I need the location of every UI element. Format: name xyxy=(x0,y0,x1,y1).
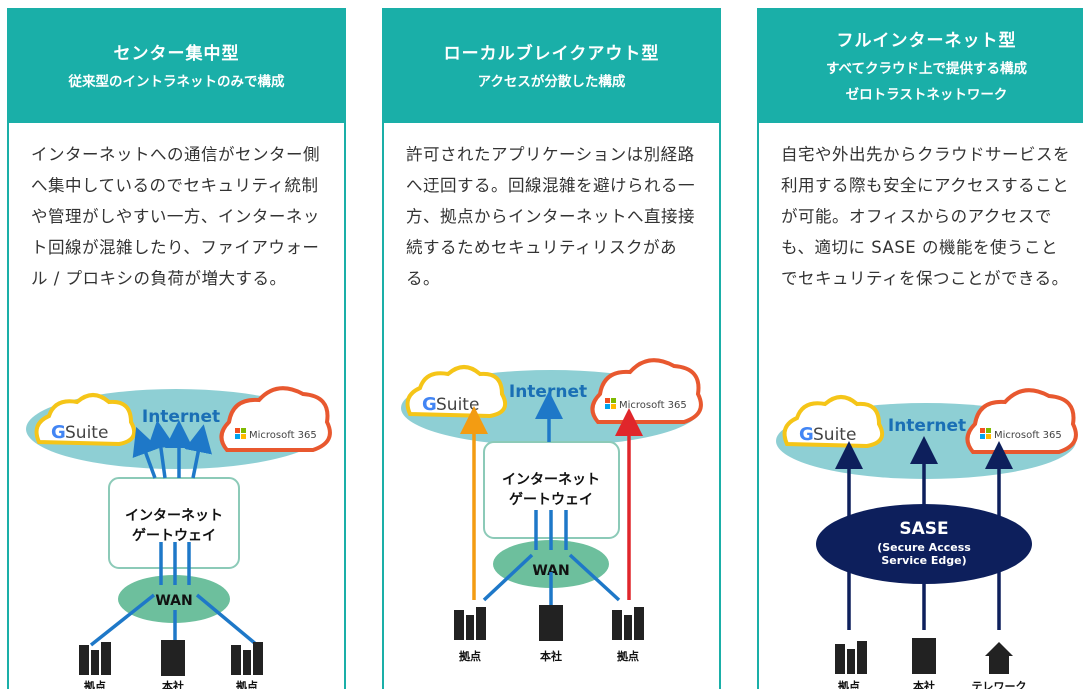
sase-label: SASE xyxy=(899,519,948,539)
wan-label: WAN xyxy=(532,563,569,579)
diagram-local-breakout: Internet G Suite Microsoft 365 インターネット ゲ… xyxy=(384,310,719,689)
site-label: 拠点 xyxy=(617,649,639,663)
card-header: ローカルブレイクアウト型 アクセスが分散した構成 xyxy=(384,10,719,123)
microsoft365-label: Microsoft 365 xyxy=(249,430,317,441)
sase-ellipse xyxy=(816,504,1032,584)
microsoft365-cloud: Microsoft 365 xyxy=(590,358,703,424)
building-icon xyxy=(454,607,486,640)
card-header: センター集中型 従来型のイントラネットのみで構成 xyxy=(9,10,344,123)
google-g-icon: G xyxy=(799,424,814,445)
site-label: 拠点 xyxy=(84,679,106,689)
card-subtitle: すべてクラウド上で提供する構成 xyxy=(825,60,1027,77)
card-title: センター集中型 xyxy=(113,43,240,64)
house-icon xyxy=(985,642,1013,674)
gsuite-label: Suite xyxy=(436,395,479,415)
card-subtitle: ゼロトラストネットワーク xyxy=(845,86,1008,103)
gsuite-cloud: G Suite xyxy=(782,395,884,449)
card-description: 許可されたアプリケーションは別経路へ迂回する。回線混雑を避けられる一方、拠点から… xyxy=(406,145,695,288)
sase-sublabel: Service Edge) xyxy=(881,554,966,567)
internet-label: Internet xyxy=(509,382,587,402)
site-label: 本社 xyxy=(913,679,935,689)
microsoft365-cloud: Microsoft 365 xyxy=(965,388,1078,454)
gsuite-label: Suite xyxy=(65,423,108,443)
google-g-icon: G xyxy=(422,394,437,415)
building-icon xyxy=(79,642,111,675)
microsoft365-label: Microsoft 365 xyxy=(994,430,1062,441)
wan-ellipse xyxy=(118,575,230,623)
card-title: フルインターネット型 xyxy=(836,30,1017,51)
site-label: 本社 xyxy=(162,679,184,689)
gateway-label: ゲートウェイ xyxy=(509,491,593,508)
building-icon xyxy=(835,641,867,674)
building-icon xyxy=(161,640,185,676)
site-label: 拠点 xyxy=(459,649,481,663)
site-label: 本社 xyxy=(540,649,562,663)
microsoft365-cloud: Microsoft 365 xyxy=(219,386,332,452)
internet-label: Internet xyxy=(142,407,220,427)
building-icon xyxy=(539,605,563,641)
diagram-full-internet: Internet G Suite Microsoft 365 SASE (Sec… xyxy=(759,310,1083,689)
column-local-breakout: ローカルブレイクアウト型 アクセスが分散した構成 許可されたアプリケーションは別… xyxy=(382,8,721,689)
card-description: 自宅や外出先からクラウドサービスを利用する際も安全にアクセスすることが可能。オフ… xyxy=(781,145,1070,288)
diagram-center-type: Internet G Suite Microsoft 365 インターネット ゲ… xyxy=(9,310,344,689)
gateway-label: インターネット xyxy=(125,508,223,524)
card-title: ローカルブレイクアウト型 xyxy=(443,43,660,64)
traffic-arrows xyxy=(482,391,621,608)
wan-label: WAN xyxy=(155,593,192,609)
card-subtitle: アクセスが分散した構成 xyxy=(477,73,626,90)
google-g-icon: G xyxy=(51,422,66,443)
gateway-label: インターネット xyxy=(502,472,600,488)
gsuite-label: Suite xyxy=(813,425,856,445)
internet-label: Internet xyxy=(888,416,966,436)
column-center-type: センター集中型 従来型のイントラネットのみで構成 インターネットへの通信がセンタ… xyxy=(7,8,346,689)
card-subtitle: 従来型のイントラネットのみで構成 xyxy=(68,73,285,90)
traffic-arrows xyxy=(89,420,259,647)
site-label: テレワーク xyxy=(972,680,1027,689)
gsuite-cloud: G Suite xyxy=(34,393,136,447)
sase-sublabel: (Secure Access xyxy=(877,541,971,554)
site-label: 拠点 xyxy=(236,679,258,689)
building-icon xyxy=(231,642,263,675)
gateway-label: ゲートウェイ xyxy=(132,527,216,544)
site-label: 拠点 xyxy=(838,679,860,689)
card-header: フルインターネット型 すべてクラウド上で提供する構成 ゼロトラストネットワーク xyxy=(759,10,1083,123)
card-description: インターネットへの通信がセンター側へ集中しているのでセキュリティ統制や管理がしや… xyxy=(31,145,320,288)
wan-ellipse xyxy=(493,540,609,588)
microsoft365-label: Microsoft 365 xyxy=(619,400,687,411)
gsuite-cloud: G Suite xyxy=(405,365,507,419)
building-icon xyxy=(612,607,644,640)
building-icon xyxy=(912,638,936,674)
column-full-internet: フルインターネット型 すべてクラウド上で提供する構成 ゼロトラストネットワーク … xyxy=(757,8,1083,689)
